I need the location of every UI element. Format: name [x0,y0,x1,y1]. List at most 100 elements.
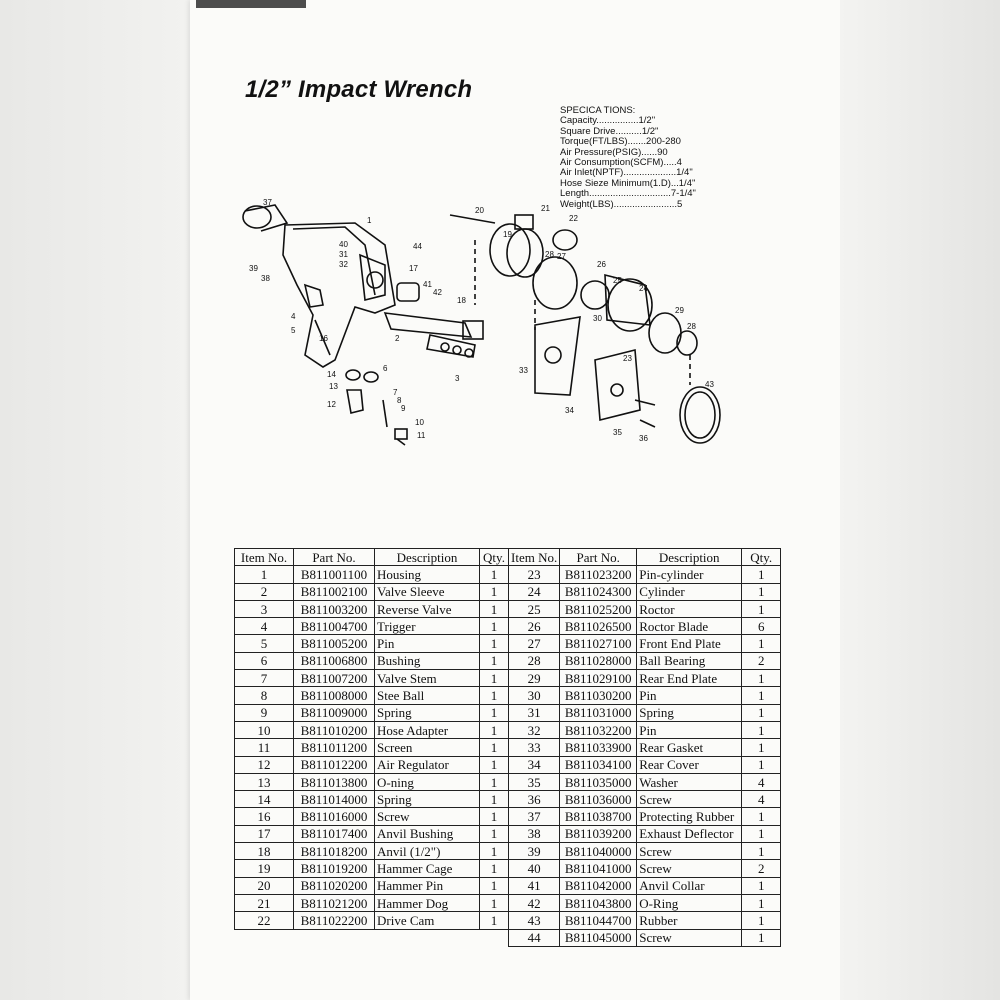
item-no-cell: 24 [507,582,561,601]
part-no-cell: B811041000 [559,859,638,878]
description-cell: Bushing [374,651,480,671]
diagram-callout-label: 16 [319,334,328,343]
item-no-cell: 40 [507,859,561,878]
part-no-cell: B811012200 [293,755,375,774]
description-cell: Air Regulator [374,755,480,774]
part-no-cell: B811025200 [559,599,638,619]
empty-cell [375,929,480,946]
item-no-cell: 2 [234,582,294,601]
description-cell: Anvil Collar [636,876,743,895]
item-no-cell: 6 [234,651,294,671]
description-cell: Housing [374,565,480,584]
header-description: Description [374,547,480,567]
item-no-cell: 9 [234,703,294,722]
description-cell: Roctor Blade [636,617,743,636]
diagram-callout-label: 6 [383,364,388,373]
part-no-cell: B811034100 [559,755,638,774]
header-item-no: Item No. [234,547,294,567]
specs-heading: SPECICA TIONS: [560,105,636,116]
part-no-cell: B811021200 [293,893,375,913]
part-no-cell: B811030200 [559,686,638,705]
diagram-drawing [242,204,721,446]
item-no-cell: 7 [234,669,294,688]
part-no-cell: B811011200 [293,738,375,757]
diagram-callout-label: 11 [417,431,426,440]
qty-cell: 1 [479,651,509,671]
diagram-callout-label: 28 [545,250,554,259]
description-cell: Rear End Plate [636,669,743,688]
qty-cell: 1 [741,634,782,653]
item-no-cell: 38 [507,824,561,844]
description-cell: Hammer Dog [374,893,480,913]
description-cell: Spring [374,703,480,722]
qty-cell: 4 [741,790,782,809]
description-cell: Screw [636,842,743,861]
part-no-cell: B811033900 [559,738,638,757]
qty-cell: 1 [741,582,782,601]
qty-cell: 1 [479,790,509,809]
description-cell: Cylinder [636,582,743,601]
item-no-cell: 35 [507,772,561,792]
item-no-cell: 20 [234,876,294,895]
part-no-cell: B811008000 [293,686,375,705]
part-no-cell: B811028000 [559,651,638,671]
qty-cell: 1 [479,565,509,584]
diagram-callout-label: 35 [613,428,622,437]
diagram-callout-label: 17 [409,264,418,273]
spec-line: Air Inlet(NPTF)....................1/4" [560,167,693,179]
diagram-callout-label: 40 [339,240,348,249]
description-cell: Spring [636,703,743,722]
qty-cell: 1 [479,634,509,653]
part-no-cell: B811018200 [293,842,375,861]
qty-cell: 1 [741,893,782,913]
description-cell: Exhaust Deflector [636,824,743,844]
item-no-cell: 4 [234,617,294,636]
diagram-callout-label: 32 [339,260,348,269]
qty-cell: 6 [741,617,782,636]
item-no-cell: 17 [234,824,294,844]
spec-line: Hose Sieze Minimum(1.D)...1/4" [560,177,696,189]
qty-cell: 2 [741,859,782,878]
part-no-cell: B811040000 [559,842,638,861]
diagram-callout-label: 1 [367,216,372,225]
item-no-cell: 11 [234,738,294,757]
item-no-cell: 27 [507,634,561,653]
description-cell: Drive Cam [374,911,480,930]
item-no-cell: 3 [234,599,294,619]
part-no-cell: B811024300 [559,582,638,601]
qty-cell: 1 [479,876,509,895]
diagram-callout-label: 19 [503,230,512,239]
item-no-cell: 32 [507,720,561,740]
description-cell: Screw [636,790,743,809]
diagram-callout-label: 4 [291,312,296,321]
description-cell: Stee Ball [374,686,480,705]
diagram-callout-label: 24 [639,284,648,293]
diagram-callout-label: 18 [457,296,466,305]
empty-cell [480,929,509,946]
part-no-cell: B811044700 [559,911,638,930]
part-no-cell: B811003200 [293,599,375,619]
description-cell: Pin-cylinder [636,565,743,584]
diagram-callout-label: 26 [597,260,606,269]
description-cell: Washer [636,772,743,792]
description-cell: Anvil (1/2") [374,842,480,861]
description-cell: Screw [374,807,480,826]
diagram-callout-label: 33 [519,366,528,375]
qty-cell: 1 [741,720,782,740]
description-cell: Hammer Cage [374,859,480,878]
diagram-callout-label: 9 [401,404,406,413]
table-header-row: Item No. Part No. Description Qty. Item … [234,547,782,567]
item-no-cell: 1 [234,565,294,584]
diagram-callout-label: 36 [639,434,648,443]
